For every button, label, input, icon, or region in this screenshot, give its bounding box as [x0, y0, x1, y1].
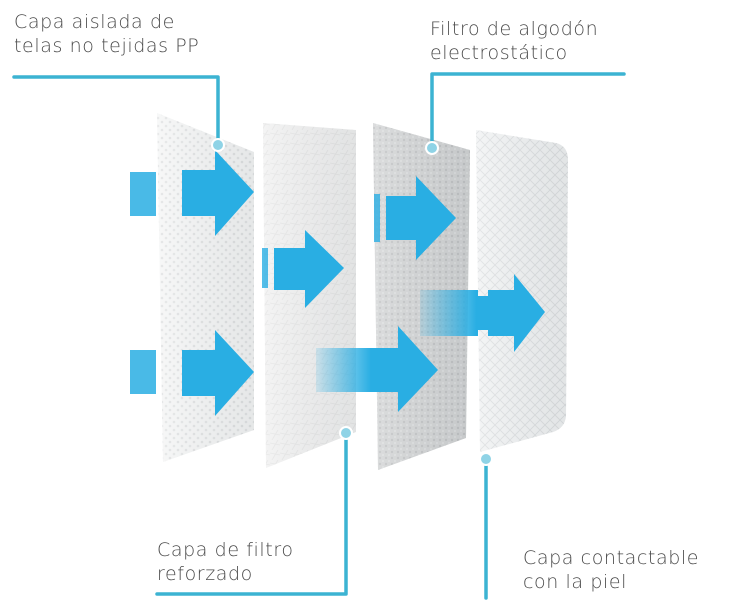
label-filtro-algodon-line1: Filtro de algodón [430, 18, 599, 40]
airflow-arrow-bottom-left-tail [130, 350, 156, 394]
airflow-arrows [130, 150, 545, 416]
airflow-arrow-top-left [182, 150, 254, 236]
label-capa-aislada-line2: telas no tejidas PP [14, 35, 200, 57]
label-capa-aislada-line1: Capa aislada de [14, 11, 175, 33]
leader-line-reforzado [155, 432, 348, 596]
leader-line-algodon [430, 72, 626, 148]
label-filtro-algodon: Filtro de algodón electrostático [430, 17, 598, 65]
airflow-arrow-lower-center [316, 326, 438, 412]
label-capa-filtro-line1: Capa de filtro [157, 539, 294, 561]
label-capa-contactable-line1: Capa contactable [523, 547, 700, 569]
airflow-arrow-third-layer [386, 176, 456, 260]
pointer-dots [211, 138, 493, 466]
pointer-dot-reforzado [339, 426, 353, 440]
pointer-dot-algodon [425, 141, 439, 155]
label-filtro-algodon-line2: electrostático [430, 42, 568, 64]
label-capa-contactable: Capa contactable con la piel [523, 546, 699, 594]
airflow-arrow-middle [274, 230, 344, 308]
layer-pp-nonwoven [157, 113, 254, 462]
leader-line-pp [12, 75, 220, 144]
label-capa-aislada: Capa aislada de telas no tejidas PP [14, 10, 199, 58]
pointer-dot-piel [479, 452, 493, 466]
label-capa-contactable-line2: con la piel [523, 571, 628, 593]
airflow-arrow-bottom-left [182, 330, 254, 416]
leader-lines [12, 72, 626, 600]
airflow-arrow-right [420, 274, 545, 352]
label-capa-filtro-line2: reforzado [157, 563, 253, 585]
label-capa-filtro: Capa de filtro reforzado [157, 538, 294, 586]
pointer-dot-pp [211, 138, 225, 152]
airflow-arrow-top-left-tail [130, 172, 156, 216]
